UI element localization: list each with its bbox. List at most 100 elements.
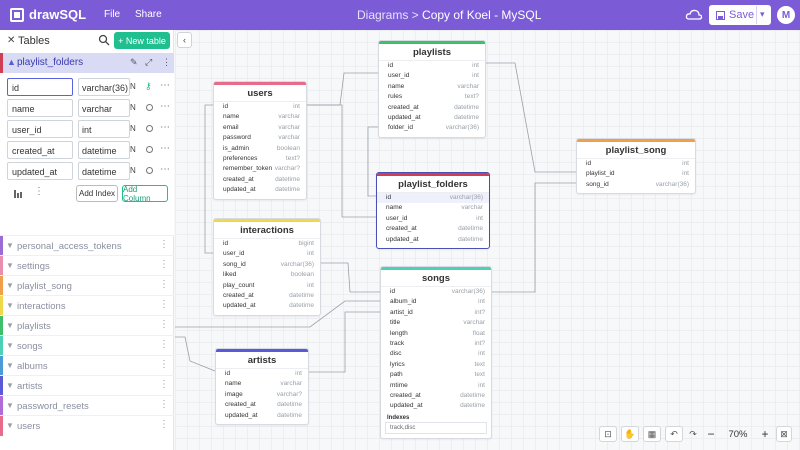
collapse-sidebar-icon[interactable]: ‹ [177, 32, 192, 48]
save-button[interactable]: Save ▾ [709, 5, 771, 25]
more-icon[interactable]: ⋮ [159, 379, 169, 390]
menu-share[interactable]: Share [135, 9, 162, 20]
nullable-toggle[interactable]: N [130, 145, 136, 154]
indexes-icon[interactable] [14, 188, 24, 198]
avatar[interactable]: M [777, 6, 795, 24]
table-title[interactable]: users [214, 85, 306, 102]
more-icon[interactable]: ⋮ [159, 299, 169, 310]
breadcrumb-parent[interactable]: Diagrams > [357, 8, 419, 22]
menu-file[interactable]: File [104, 9, 121, 20]
field-name-input[interactable]: updated_at [7, 162, 73, 180]
add-column-button[interactable]: Add Column [122, 185, 168, 203]
more-icon[interactable]: ⋯ [160, 143, 170, 154]
sidebar-item-password-resets[interactable]: ▼password_resets⋮ [0, 395, 174, 416]
sidebar-item-settings[interactable]: ▼settings⋮ [0, 255, 174, 276]
cloud-sync-icon[interactable] [685, 6, 703, 24]
nullable-toggle[interactable]: N [130, 103, 136, 112]
more-icon[interactable]: ⋮ [162, 57, 171, 67]
sidebar-item-users[interactable]: ▼users⋮ [0, 415, 174, 436]
key-toggle-icon[interactable] [146, 125, 153, 132]
chevron-down-icon[interactable]: ▾ [760, 9, 765, 19]
nullable-toggle[interactable]: N [130, 82, 136, 91]
field-name-input[interactable]: created_at [7, 141, 73, 159]
field-type-input[interactable]: datetime [78, 162, 130, 180]
minimap-icon[interactable]: ⊡ [599, 426, 617, 442]
sidebar-item-playlists[interactable]: ▼playlists⋮ [0, 315, 174, 336]
fullscreen-icon[interactable]: ⊠ [776, 426, 792, 442]
field-type-input[interactable]: varchar(36) [78, 78, 130, 96]
more-icon[interactable]: ⋮ [159, 399, 169, 410]
collapse-all-icon[interactable]: ✕ [7, 35, 16, 46]
key-toggle-icon[interactable] [146, 146, 153, 153]
chevron-down-icon[interactable]: ▼ [6, 401, 14, 410]
field-name-input[interactable]: name [7, 99, 73, 117]
new-table-button[interactable]: + New table [114, 32, 170, 49]
search-icon[interactable] [98, 34, 110, 46]
breadcrumb-current[interactable]: Copy of Koel - MySQL [422, 8, 542, 22]
nullable-toggle[interactable]: N [130, 124, 136, 133]
field-type-input[interactable]: int [78, 120, 130, 138]
chevron-up-icon[interactable]: ▲ [7, 57, 16, 67]
table-title[interactable]: playlists [379, 44, 485, 61]
undo-icon[interactable]: ↶ [665, 426, 683, 442]
zoom-in-button[interactable]: + [761, 427, 769, 441]
chevron-down-icon[interactable]: ▼ [6, 321, 14, 330]
field-type-input[interactable]: datetime [78, 141, 130, 159]
field-name-input[interactable]: id [7, 78, 73, 96]
active-table-name[interactable]: playlist_folders [17, 57, 84, 68]
more-icon[interactable]: ⋯ [160, 164, 170, 175]
chevron-down-icon[interactable]: ▼ [6, 241, 14, 250]
key-toggle-icon[interactable] [146, 167, 153, 174]
chevron-down-icon[interactable]: ▼ [6, 341, 14, 350]
more-icon[interactable]: ⋮ [159, 279, 169, 290]
active-table-header[interactable]: ▲ playlist_folders ✎ ⤢ ⋮ [0, 53, 174, 73]
expand-icon[interactable]: ⤢ [145, 57, 153, 67]
chevron-down-icon[interactable]: ▼ [6, 301, 14, 310]
edit-icon[interactable]: ✎ [130, 57, 138, 67]
sidebar-item-artists[interactable]: ▼artists⋮ [0, 375, 174, 396]
table-title[interactable]: songs [381, 270, 491, 287]
chevron-down-icon[interactable]: ▼ [6, 381, 14, 390]
app-logo[interactable]: drawSQL [10, 7, 86, 22]
sidebar-item-playlist-song[interactable]: ▼playlist_song⋮ [0, 275, 174, 296]
primary-key-icon[interactable]: ⚷ [145, 81, 152, 91]
sidebar-item-songs[interactable]: ▼songs⋮ [0, 335, 174, 356]
